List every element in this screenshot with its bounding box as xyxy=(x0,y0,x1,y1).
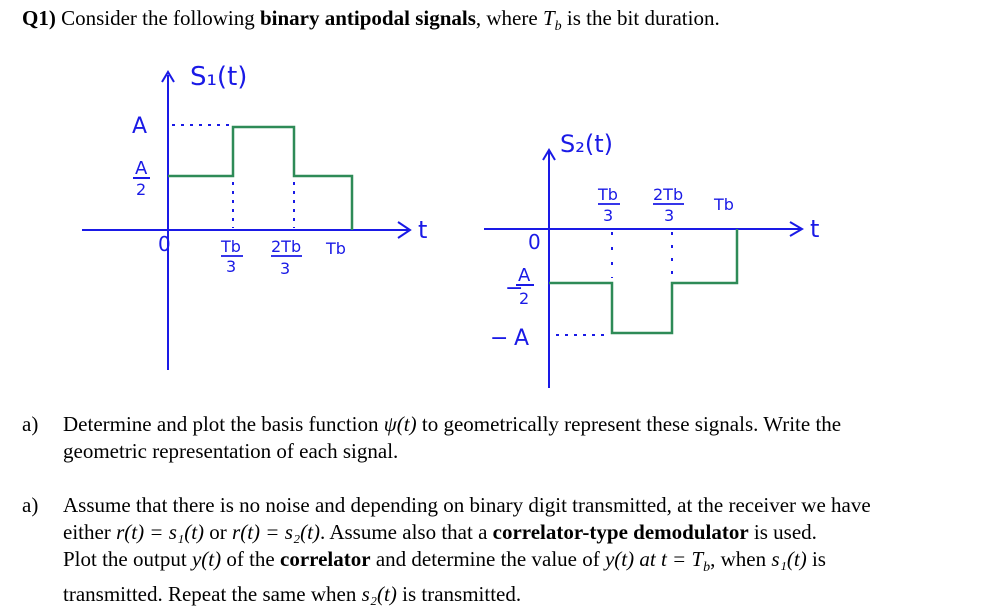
s1-x-label-tb: Tb xyxy=(325,239,346,258)
equation-r-s2: r(t) = s₂(t) xyxy=(232,520,320,544)
s1-axis-label: t xyxy=(418,216,427,244)
s2-x-label-2tb3-num: 2Tb xyxy=(653,185,683,204)
s1-waveform xyxy=(168,125,354,230)
question-text: Consider the following xyxy=(61,6,260,30)
output-at-tb: y(t) at t = T xyxy=(604,547,704,571)
question-number: Q1) xyxy=(22,6,56,30)
s1-x-label-tb3-den: 3 xyxy=(226,257,236,276)
s2-axis-label: t xyxy=(810,215,819,243)
s1-origin: 0 xyxy=(158,232,171,256)
s2-symbol: s₂(t) xyxy=(361,582,397,607)
s1-symbol: s₁(t) xyxy=(771,547,807,571)
part-a-marker: a) xyxy=(22,412,39,436)
s1-y-label-A: A xyxy=(132,114,147,139)
s1-x-label-2tb3-den: 3 xyxy=(280,259,290,278)
s2-y-label-half-num: A xyxy=(518,265,531,286)
s2-x-arrow-icon xyxy=(789,221,804,237)
s2-title: S₂(t) xyxy=(560,130,613,158)
s2-x-label-2tb3-den: 3 xyxy=(664,206,674,225)
s2-x-label-tb3-den: 3 xyxy=(603,206,613,225)
part-b-text: Assume that there is no noise and depend… xyxy=(63,493,871,607)
signal-figure: S₁(t) t A A 2 0 Tb 3 2Tb 3 Tb S₂(t) xyxy=(82,62,819,388)
s2-waveform xyxy=(549,229,739,335)
output-y: y(t) xyxy=(191,547,222,571)
s2-y-label-minus-half-sign: − xyxy=(505,276,523,301)
s1-y-arrow-icon xyxy=(161,70,175,83)
bit-duration-symbol: T xyxy=(542,6,555,30)
correlator-term: correlator xyxy=(280,547,371,571)
s1-x-label-2tb3-num: 2Tb xyxy=(271,237,301,256)
s1-x-label-tb3-num: Tb xyxy=(220,237,241,256)
s2-y-arrow-icon xyxy=(542,148,556,161)
s2-y-label-half-den: 2 xyxy=(519,289,529,308)
question-bold-term: binary antipodal signals xyxy=(259,6,476,30)
part-a-text: Determine and plot the basis function ψ(… xyxy=(63,412,842,463)
correlator-demodulator-term: correlator-type demodulator xyxy=(492,520,749,544)
s2-y-label-A: A xyxy=(514,326,529,351)
s1-y-label-half-num: A xyxy=(135,158,148,179)
s1-title: S₁(t) xyxy=(190,62,247,92)
s2-origin: 0 xyxy=(528,230,541,254)
question-title: Q1) Consider the following binary antipo… xyxy=(22,6,720,35)
s1-x-arrow-icon xyxy=(397,221,412,239)
s2-x-label-tb3-num: Tb xyxy=(597,185,618,204)
part-b-marker: a) xyxy=(22,493,39,517)
s2-y-label-minus-A-sign: − xyxy=(490,326,508,351)
s2-plot: S₂(t) t 0 Tb 3 2Tb 3 Tb − A 2 − A xyxy=(484,130,819,388)
s1-y-label-half-den: 2 xyxy=(136,180,146,199)
basis-function-psi: ψ(t) xyxy=(383,412,417,436)
s2-x-label-tb: Tb xyxy=(713,195,734,214)
s1-plot: S₁(t) t A A 2 0 Tb 3 2Tb 3 Tb xyxy=(82,62,427,370)
equation-r-s1: r(t) = s₁(t) xyxy=(116,520,205,544)
